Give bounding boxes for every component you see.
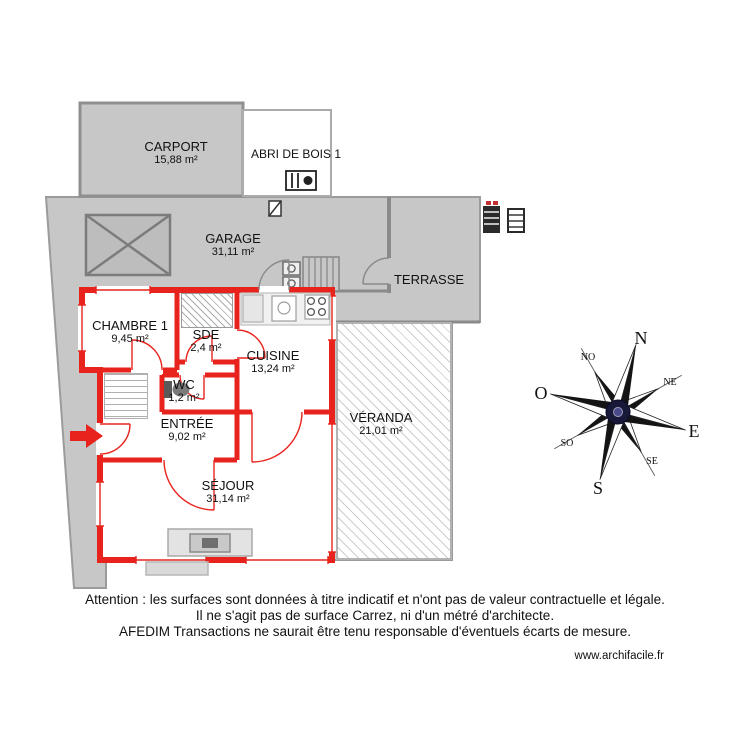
garage-house-door-arc xyxy=(258,259,290,291)
stairs-area xyxy=(104,373,148,419)
compass-rose-icon: N E S O NE NO SE SO xyxy=(535,328,700,498)
terrasse-label: TERRASSE xyxy=(393,272,465,287)
fireplace-icon xyxy=(167,528,253,557)
door-openings xyxy=(96,286,289,455)
shower-area xyxy=(181,293,233,328)
sejour-label: SÉJOUR 31,14 m² xyxy=(201,478,255,506)
compass-east-label: E xyxy=(689,421,700,441)
chambre-label: CHAMBRE 1 9,45 m² xyxy=(92,318,168,346)
veranda-label: VÉRANDA 21,01 m² xyxy=(349,410,413,438)
disclaimer-line-1: Attention : les surfaces sont données à … xyxy=(85,592,665,607)
disclaimer-line-3: AFEDIM Transactions ne saurait être tenu… xyxy=(118,624,632,640)
garage-label: GARAGE 31,11 m² xyxy=(205,231,261,259)
entree-label: ENTRÉE 9,02 m² xyxy=(160,416,214,444)
compass-west-label: O xyxy=(535,383,548,403)
woodshed-label: ABRI DE BOIS 1 xyxy=(250,147,342,161)
door-arcs xyxy=(99,329,303,511)
carport-label: CARPORT 15,88 m² xyxy=(144,139,208,167)
garage-stairs-icon xyxy=(302,256,340,292)
kitchen-icons xyxy=(240,292,331,326)
compass-northeast-label: NE xyxy=(663,377,676,388)
website-credit: www.archifacile.fr xyxy=(574,650,664,662)
entrance-arrow-icon xyxy=(70,424,103,448)
woodshed-icon xyxy=(285,170,317,191)
door-icon xyxy=(268,200,282,217)
compass-southwest-label: SO xyxy=(561,438,574,449)
wc-label: WC 1,2 m² xyxy=(168,377,200,405)
compass-northwest-label: NO xyxy=(581,352,595,363)
doorstep xyxy=(145,561,209,576)
compass-labels: N E S O NE NO SE SO xyxy=(535,328,700,498)
garage-door-icon xyxy=(84,213,172,277)
compass-north-label: N xyxy=(635,328,648,348)
radiator-icons xyxy=(483,201,525,233)
compass-southeast-label: SE xyxy=(646,456,658,467)
compass-south-label: S xyxy=(593,478,603,498)
windows xyxy=(78,286,336,564)
toilet-icon xyxy=(164,381,190,398)
sde-label: SDE 2,4 m² xyxy=(190,327,222,355)
veranda-area xyxy=(336,322,452,560)
cuisine-label: CUISINE 13,24 m² xyxy=(246,348,300,376)
disclaimer-line-2: Il ne s'agit pas de surface Carrez, ni d… xyxy=(195,608,555,624)
disclaimer-text: Attention : les surfaces sont données à … xyxy=(0,592,750,641)
